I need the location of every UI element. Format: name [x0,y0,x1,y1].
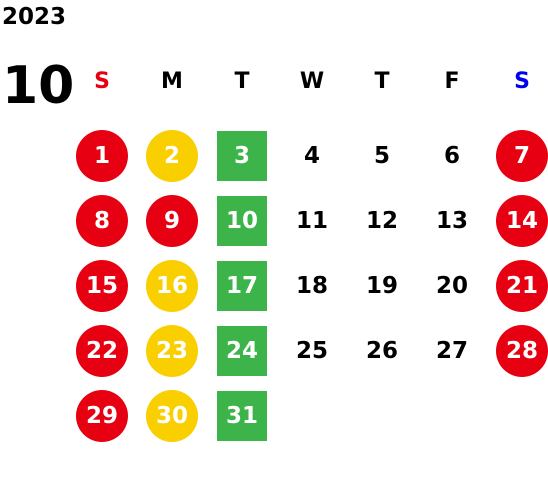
calendar-day: 16 [146,259,198,312]
calendar-day: 12 [365,207,398,234]
calendar-day-cell: 28 [487,318,548,383]
calendar-day: 2 [146,129,198,182]
calendar-day-cell: 4 [277,123,347,188]
calendar-day: 26 [365,337,398,364]
calendar-day: 17 [217,260,267,311]
calendar-day: 24 [217,325,267,376]
calendar-day-cell: 22 [67,318,137,383]
month-label: 10 [2,56,75,116]
calendar-day: 19 [365,272,398,299]
calendar-day: 28 [496,324,548,377]
calendar-day: 20 [435,272,468,299]
calendar-day-cell: 27 [417,318,487,383]
calendar-day-cell: 20 [417,253,487,318]
calendar-day-cell: 18 [277,253,347,318]
calendar-day: 23 [146,324,198,377]
weekday-monday: M [161,68,183,94]
calendar-day-cell: 6 [417,123,487,188]
calendar-day: 6 [443,142,460,169]
calendar-day-cell: 7 [487,123,548,188]
calendar-day: 21 [496,259,548,312]
weekday-friday: F [444,68,460,94]
weekday-tuesday: T [234,68,250,94]
calendar-day-cell: 21 [487,253,548,318]
calendar-day-cell: 3 [207,123,277,188]
calendar-day: 7 [496,129,548,182]
calendar-day-cell: 25 [277,318,347,383]
calendar-day: 11 [295,207,328,234]
calendar-day: 30 [146,389,198,442]
calendar-day-cell: 15 [67,253,137,318]
calendar-day-cell: 13 [417,188,487,253]
calendar-day: 22 [76,324,128,377]
calendar-day-cell: 31 [207,383,277,448]
calendar-day-cell: 12 [347,188,417,253]
calendar-day-cell: 8 [67,188,137,253]
calendar-day-cell: 14 [487,188,548,253]
calendar-day-cell: 9 [137,188,207,253]
calendar-day-cell: 23 [137,318,207,383]
calendar-day: 31 [217,390,267,441]
calendar-day: 15 [76,259,128,312]
calendar-day-cell: 2 [137,123,207,188]
calendar-day-cell: 16 [137,253,207,318]
calendar-day: 29 [76,389,128,442]
calendar-day: 5 [373,142,390,169]
calendar-day: 13 [435,207,468,234]
calendar-day: 10 [217,195,267,246]
year-label: 2023 [2,4,67,30]
calendar-day-cell: 19 [347,253,417,318]
calendar-day-cell: 10 [207,188,277,253]
weekday-sunday: S [94,68,110,94]
weekday-saturday: S [514,68,530,94]
calendar-day: 3 [217,130,267,181]
calendar-day: 1 [76,129,128,182]
calendar-day-cell: 30 [137,383,207,448]
calendar-day-cell: 11 [277,188,347,253]
calendar-day-cell: 29 [67,383,137,448]
calendar-day: 14 [496,194,548,247]
calendar-day: 4 [303,142,320,169]
calendar-day-cell: 17 [207,253,277,318]
calendar-day-cell: 5 [347,123,417,188]
calendar-day-cell: 1 [67,123,137,188]
calendar-day: 25 [295,337,328,364]
calendar-day: 9 [146,194,198,247]
calendar-day-cell: 24 [207,318,277,383]
weekday-thursday: T [374,68,390,94]
calendar-day: 8 [76,194,128,247]
calendar-day: 27 [435,337,468,364]
calendar-day-cell: 26 [347,318,417,383]
weekday-wednesday: W [299,68,325,94]
calendar-day: 18 [295,272,328,299]
